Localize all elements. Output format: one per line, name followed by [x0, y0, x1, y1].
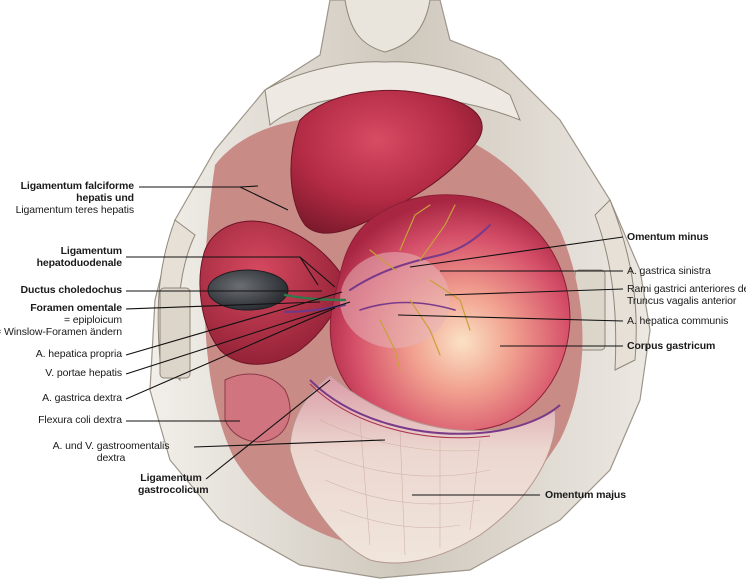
label-hepatoduodenale-line1: Ligamentum [60, 245, 123, 257]
label-rami-line1: Rami gastrici anteriores des [627, 283, 746, 295]
label-gastrocolicum-line1: Ligamentum [140, 472, 202, 484]
label-corpus-text: Corpus gastricum [627, 340, 716, 352]
gallbladder [207, 269, 289, 311]
label-falciforme-line2: hepatis und [76, 192, 134, 204]
label-hepatoduodenale-line2: hepatoduodenale [36, 257, 123, 269]
label-omentum-minus-text: Omentum minus [627, 231, 709, 243]
label-omentale-line3: = Winslow-Foramen ändern [0, 326, 122, 338]
label-hepatica-propria-text: A. hepatica propria [35, 348, 122, 360]
label-hepatica-communis-text: A. hepatica communis [627, 315, 729, 327]
label-portae-text: V. portae hepatis [45, 367, 122, 379]
label-gastrica-sinistra-text: A. gastrica sinistra [627, 265, 711, 277]
label-teres: Ligamentum teres hepatis [15, 204, 135, 216]
label-foramen-omentale: Foramen omentale = epiploicum = Winslow-… [0, 302, 122, 338]
label-omentale-line1: Foramen omentale [30, 302, 122, 314]
label-omentale-line2: = epiploicum [63, 314, 122, 326]
label-a-hepatica-propria: A. hepatica propria [36, 348, 122, 360]
label-ductus-choledochus: Ductus choledochus [20, 284, 123, 296]
label-omentum-majus-text: Omentum majus [545, 489, 626, 501]
label-omentum-majus: Omentum majus [545, 489, 626, 501]
label-falciforme-line1: Ligamentum falciforme [20, 180, 135, 192]
label-flexura-coli: Flexura coli dextra [38, 414, 122, 426]
label-gastroomentalis-line1: A. und V. gastroomentalis [52, 440, 170, 452]
label-gastrica-dextra-text: A. gastrica dextra [42, 392, 122, 404]
label-rami-line2: Truncus vagalis anterior [627, 295, 737, 307]
label-rami-gastrici: Rami gastrici anteriores des Truncus vag… [627, 283, 746, 307]
label-ligamentum-falciforme: Ligamentum falciforme hepatis und Ligame… [15, 180, 135, 216]
label-a-gastrica-dextra: A. gastrica dextra [42, 392, 122, 404]
label-a-gastrica-sinistra: A. gastrica sinistra [627, 265, 711, 277]
lesser-omentum-vessels [283, 204, 491, 371]
label-a-hepatica-communis: A. hepatica communis [627, 315, 728, 327]
label-gastroomentalis: A. und V. gastroomentalis dextra [36, 440, 186, 464]
label-ligamentum-hepatoduodenale: Ligamentum hepatoduodenale [36, 245, 123, 269]
label-ligamentum-gastrocolicum: Ligamentum gastrocolicum [138, 472, 209, 496]
label-v-portae: V. portae hepatis [45, 367, 122, 379]
leader-lines [125, 185, 624, 496]
label-corpus-gastricum: Corpus gastricum [627, 340, 715, 352]
label-gastroomentalis-line2: dextra [96, 452, 126, 464]
label-omentum-minus: Omentum minus [627, 231, 709, 243]
label-gastrocolicum-line2: gastrocolicum [138, 484, 209, 496]
label-choledochus-text: Ductus choledochus [20, 284, 123, 296]
liver-left-lobe [290, 89, 483, 234]
gastroomental-vessels [309, 379, 561, 435]
label-flexura-text: Flexura coli dextra [38, 414, 122, 426]
